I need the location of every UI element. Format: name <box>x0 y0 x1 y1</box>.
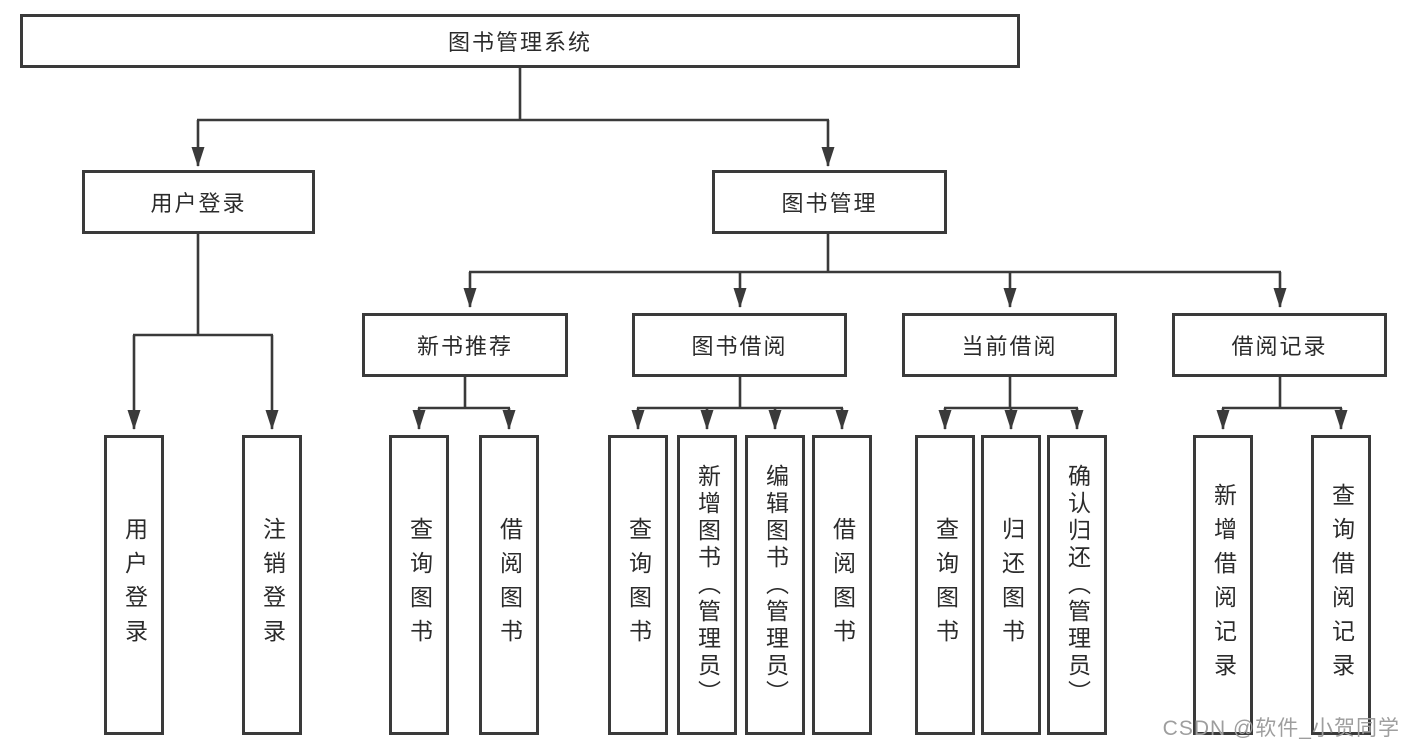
node-current-borrow: 当前借阅 <box>902 313 1117 377</box>
leaf-label: 查询图书 <box>932 517 959 653</box>
leaf-query-borrow-record: 查询借阅记录 <box>1311 435 1371 735</box>
leaf-label: 查询图书 <box>625 517 652 653</box>
node-borrow-records: 借阅记录 <box>1172 313 1387 377</box>
node-root-label: 图书管理系统 <box>447 30 592 55</box>
leaf-query-books-2: 查询图书 <box>608 435 668 735</box>
node-label: 图书管理 <box>781 191 878 216</box>
leaf-label: 新增图书（管理员） <box>694 463 721 707</box>
node-new-book-recommend: 新书推荐 <box>362 313 568 377</box>
leaf-return-books: 归还图书 <box>981 435 1041 735</box>
leaf-user-login: 用户登录 <box>104 435 164 735</box>
leaf-query-books-1: 查询图书 <box>389 435 449 735</box>
leaf-borrow-books-2: 借阅图书 <box>812 435 872 735</box>
node-label: 图书借阅 <box>691 334 788 359</box>
leaf-label: 新增借阅记录 <box>1210 483 1237 687</box>
node-label: 用户登录 <box>150 191 247 216</box>
node-label: 借阅记录 <box>1231 334 1328 359</box>
leaf-label: 用户登录 <box>121 517 148 653</box>
leaf-label: 归还图书 <box>998 517 1025 653</box>
node-label: 新书推荐 <box>416 334 513 359</box>
node-root: 图书管理系统 <box>20 14 1020 68</box>
leaf-logout: 注销登录 <box>242 435 302 735</box>
leaf-label: 注销登录 <box>259 517 286 653</box>
leaf-edit-books-admin: 编辑图书（管理员） <box>745 435 805 735</box>
leaf-label: 查询图书 <box>406 517 433 653</box>
watermark: CSDN @软件_小贺同学 <box>1162 717 1400 740</box>
connector-segments <box>133 68 1342 410</box>
leaf-label: 确认归还（管理员） <box>1064 463 1091 707</box>
leaf-add-borrow-record: 新增借阅记录 <box>1193 435 1253 735</box>
leaf-add-books-admin: 新增图书（管理员） <box>677 435 737 735</box>
node-book-borrow: 图书借阅 <box>632 313 847 377</box>
leaf-borrow-books-1: 借阅图书 <box>479 435 539 735</box>
leaf-label: 编辑图书（管理员） <box>762 463 789 707</box>
leaf-confirm-return-admin: 确认归还（管理员） <box>1047 435 1107 735</box>
leaf-label: 借阅图书 <box>829 517 856 653</box>
connector-arrows <box>127 120 1348 430</box>
leaf-query-books-3: 查询图书 <box>915 435 975 735</box>
leaf-label: 借阅图书 <box>496 517 523 653</box>
leaf-label: 查询借阅记录 <box>1328 483 1355 687</box>
node-label: 当前借阅 <box>961 334 1058 359</box>
node-book-management: 图书管理 <box>712 170 947 234</box>
node-user-login-branch: 用户登录 <box>82 170 315 234</box>
